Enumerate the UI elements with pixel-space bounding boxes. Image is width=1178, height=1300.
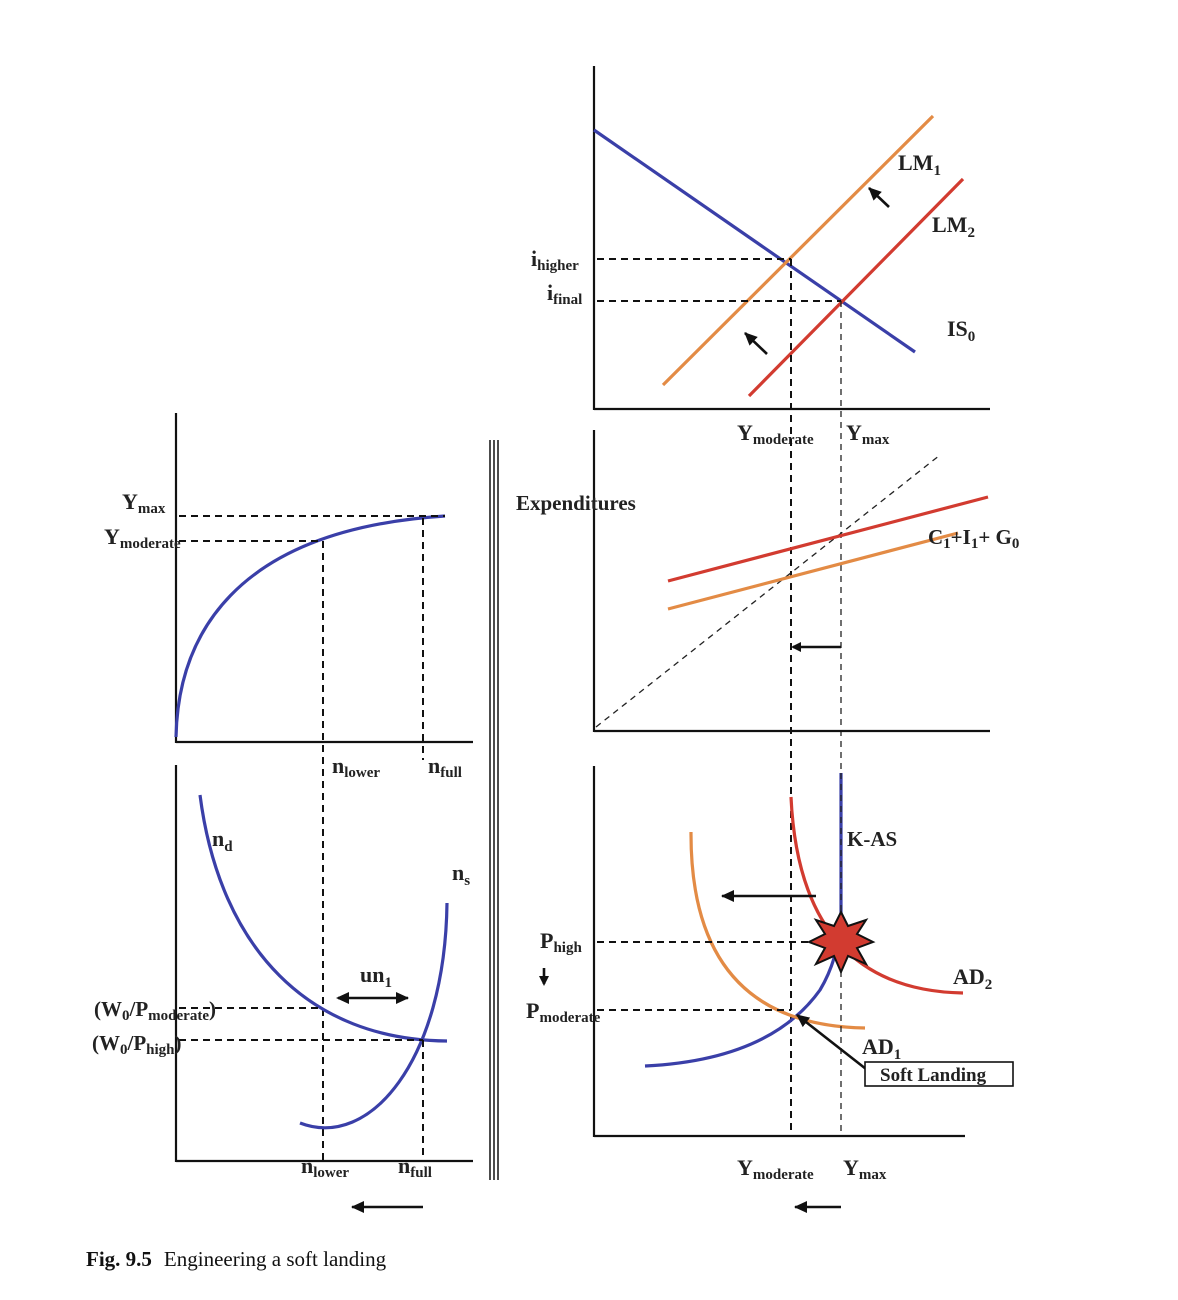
- y-moderate-label-top: Ymoderate: [737, 420, 814, 448]
- is0-label: IS0: [947, 316, 975, 345]
- i-higher-label: ihigher: [531, 246, 579, 274]
- expenditures-label: Expenditures: [516, 491, 636, 515]
- y-moderate-label-bottom: Ymoderate: [737, 1155, 814, 1183]
- ad1-curve: [689, 831, 866, 1030]
- n-full-label-bottom: nfull: [398, 1153, 432, 1181]
- lm-shift-arrow-upper: [868, 187, 890, 208]
- expenditure-red-line: [667, 495, 989, 583]
- k-as-label: K-AS: [847, 827, 897, 851]
- soft-landing-label: Soft Landing: [880, 1065, 987, 1086]
- c1-i1-g0-label: C1+I1+ G0: [928, 525, 1019, 552]
- ad2-label: AD2: [953, 964, 992, 993]
- ns-label: ns: [452, 860, 470, 889]
- labor-market-panel: nd ns un1 (W0/Pmoderate) (W0/Phigh) nlow…: [92, 765, 473, 1213]
- ad1-label: AD1: [862, 1034, 901, 1063]
- forty-five-degree-line: [595, 454, 941, 728]
- lm-shift-arrow-lower: [744, 332, 768, 355]
- expenditure-panel: Expenditures C1+I1+ G0: [516, 430, 1019, 733]
- lm1-label: LM1: [898, 150, 941, 179]
- y-max-label-left: Ymax: [122, 489, 166, 517]
- n-full-label-top: nfull: [428, 753, 462, 781]
- p-moderate-label: Pmoderate: [526, 998, 601, 1026]
- ad-as-panel: Soft Landing K-AS Phigh Pmoderate AD2 AD…: [526, 766, 1014, 1213]
- lm1-curve: [661, 114, 935, 387]
- i-final-label: ifinal: [547, 280, 582, 308]
- soft-landing-box: [864, 1061, 1014, 1087]
- w0-phigh-label: (W0/Phigh): [92, 1031, 182, 1058]
- c1-i1-g0-line: [667, 531, 959, 611]
- n-lower-label-bottom: nlower: [301, 1153, 349, 1181]
- is0-curve: [593, 128, 916, 354]
- crash-burst-icon: [806, 909, 876, 975]
- y-moderate-label-left: Ymoderate: [104, 524, 181, 552]
- p-high-label: Phigh: [540, 928, 582, 956]
- production-panel: Ymax Ymoderate nlower nfull: [104, 413, 473, 781]
- lm2-curve: [747, 177, 965, 398]
- islm-panel: LM1 LM2 IS0 ihigher ifinal Ymoderate Yma…: [531, 66, 990, 448]
- un1-label: un1: [360, 962, 392, 991]
- nd-curve: [198, 794, 448, 1043]
- production-function-curve: [174, 514, 446, 738]
- n-lower-label-top: nlower: [332, 753, 380, 781]
- soft-landing-pointer: [796, 1013, 867, 1071]
- w0-pmoderate-label: (W0/Pmoderate): [94, 997, 216, 1024]
- lm2-label: LM2: [932, 212, 975, 241]
- y-max-label-bottom: Ymax: [843, 1155, 887, 1183]
- nd-label: nd: [212, 826, 233, 855]
- y-max-label-top: Ymax: [846, 420, 890, 448]
- ns-curve: [299, 902, 449, 1130]
